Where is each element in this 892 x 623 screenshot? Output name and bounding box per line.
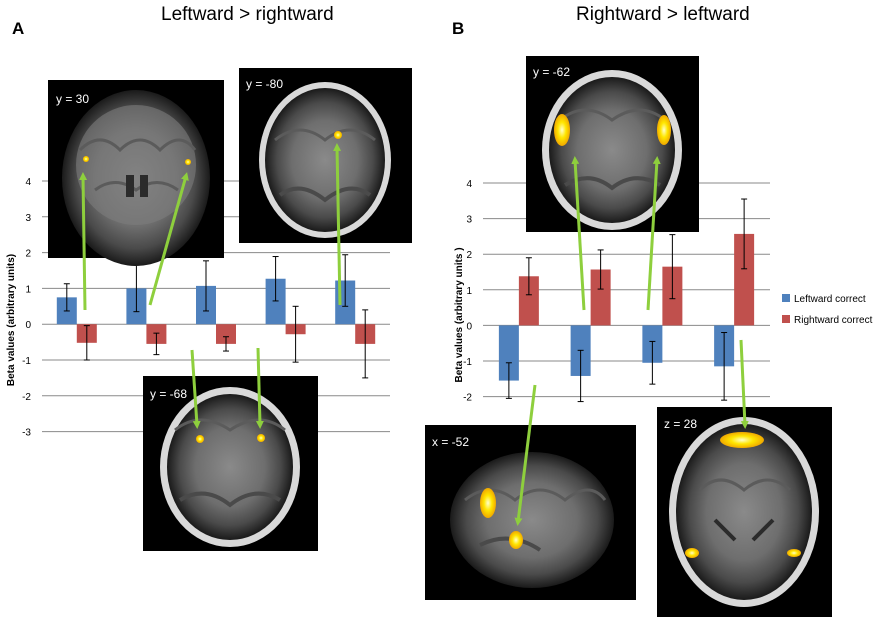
legend-rightward: Rightward correct [794,315,873,326]
scan-b1-label: y = -62 [533,65,570,79]
legend-swatch-rightward [782,315,790,323]
scan-b1: y = -62 [526,56,699,232]
chart-b-ticks: 4 3 2 1 0 -1 -2 [463,179,472,404]
panel-a-letter: A [12,19,24,38]
chart-a-bars [56,254,376,379]
panel-a-title: Leftward > rightward [161,4,334,25]
scan-a1: y = 30 [48,80,224,266]
bar-rightward-correct [590,269,611,326]
y-tick-label: 3 [466,215,472,226]
arrow-a4 [190,349,201,429]
scan-a1-label: y = 30 [56,92,89,106]
scan-a3-label: y = -68 [150,387,187,401]
chart-a-ticks: 4 3 2 1 0 -1 -2 -3 [22,177,31,439]
scan-b2: x = -52 [425,425,636,600]
legend-swatch-leftward [782,294,790,302]
scan-b3-label: z = 28 [664,417,697,431]
bar-leftward-correct [265,278,286,325]
arrow-a3 [333,143,342,306]
arrow-b4 [739,339,749,429]
chart-a: 4 3 2 1 0 -1 -2 -3 Beta values (arbitrary units… [6,177,390,439]
y-tick-label: 4 [25,177,31,188]
arrow-b1 [571,156,586,311]
y-tick-label: 2 [466,250,472,261]
chart-b-legend: Leftward correct Rightward correct [782,294,873,326]
y-tick-label: -1 [463,357,472,368]
y-tick-label: -2 [22,392,31,403]
y-tick-label: -1 [22,356,31,367]
chart-a-ylabel: Beta values (arbitrary units) [6,254,17,386]
scan-a2: y = -80 [239,68,412,243]
legend-leftward: Leftward correct [794,294,866,305]
scan-b2-label: x = -52 [432,435,469,449]
panel-b-letter: B [452,19,464,38]
bar-rightward-correct [518,276,539,326]
y-tick-label: 0 [25,320,31,331]
y-tick-label: 2 [25,249,31,260]
bar-rightward-correct [216,324,236,344]
y-tick-label: 3 [25,213,31,224]
scan-a2-label: y = -80 [246,77,283,91]
arrow-b2 [646,156,661,311]
bar-rightward-correct [734,233,755,326]
annotation-arrows [79,143,749,526]
chart-b-bars [498,198,755,403]
bar-leftward-correct [498,325,519,381]
arrow-a2 [148,172,189,306]
scan-b3: z = 28 [657,407,832,617]
y-tick-label: -2 [463,393,472,404]
chart-b: 4 3 2 1 0 -1 -2 Beta values (arbitrary units ) [454,179,770,404]
chart-b-ylabel: Beta values (arbitrary units ) [454,247,465,382]
y-tick-label: 1 [25,284,31,295]
scan-a3: y = -68 [143,376,318,551]
y-tick-label: 1 [466,286,472,297]
y-tick-label: 4 [466,179,472,190]
arrow-b3 [514,384,537,526]
arrow-a5 [255,347,264,429]
arrow-a1 [79,172,88,311]
y-tick-label: -3 [22,428,31,439]
panel-b-title: Rightward > leftward [576,4,750,25]
y-tick-label: 0 [466,321,472,332]
